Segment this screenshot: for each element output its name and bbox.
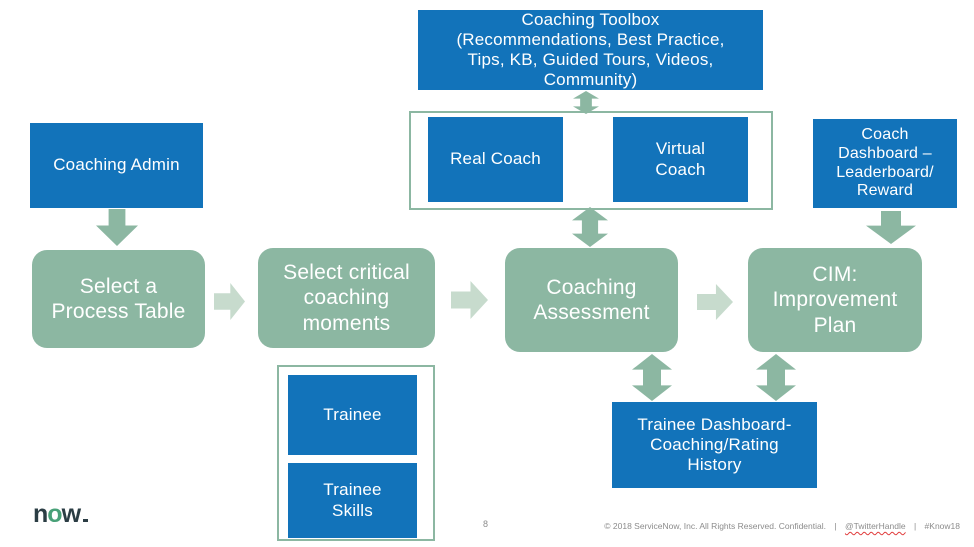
dashboard-cim-down-arrow-icon: [866, 211, 916, 244]
toolbox-coaches-double-arrow-icon: [573, 91, 599, 114]
box-trainee: Trainee: [288, 375, 417, 455]
assessment-trainee-dashboard-double-arrow-icon: [632, 354, 672, 401]
logo-letter-w: w: [61, 500, 81, 528]
footer-twitter-handle: @TwitterHandle: [844, 521, 906, 531]
logo-letter-n: n: [33, 500, 48, 528]
logo-underscore: [83, 519, 89, 522]
critical-assessment-right-arrow-icon: [451, 281, 488, 319]
coaches-assessment-double-arrow-icon: [572, 207, 608, 247]
footer-separator: |: [834, 521, 837, 531]
box-select-process-table: Select a Process Table: [32, 250, 205, 348]
admin-process-down-arrow-icon: [96, 209, 138, 246]
logo-letter-o: o: [47, 500, 62, 528]
trainee-panel: [277, 365, 435, 541]
cim-trainee-dashboard-double-arrow-icon: [756, 354, 796, 401]
box-coaching-assessment: Coaching Assessment: [505, 248, 678, 352]
process-critical-right-arrow-icon: [214, 283, 245, 320]
footer-separator: |: [913, 521, 917, 531]
box-trainee-dashboard: Trainee Dashboard- Coaching/Rating Histo…: [612, 402, 817, 488]
assessment-cim-right-arrow-icon: [697, 284, 733, 320]
box-coaching-admin: Coaching Admin: [30, 123, 203, 208]
footer-copyright: © 2018 ServiceNow, Inc. All Rights Reser…: [604, 521, 826, 531]
box-select-critical-moments: Select critical coaching moments: [258, 248, 435, 348]
box-virtual-coach: Virtual Coach: [613, 117, 748, 202]
servicenow-logo: now: [33, 500, 89, 529]
page-number: 8: [483, 519, 489, 529]
box-cim-improvement-plan: CIM: Improvement Plan: [748, 248, 922, 352]
footer-hashtag: #Know18: [924, 521, 960, 531]
box-coach-dashboard: Coach Dashboard – Leaderboard/ Reward: [813, 119, 957, 208]
box-trainee-skills: Trainee Skills: [288, 463, 417, 538]
box-coaching-toolbox: Coaching Toolbox (Recommendations, Best …: [418, 10, 763, 90]
footer: © 2018 ServiceNow, Inc. All Rights Reser…: [604, 521, 960, 531]
box-real-coach: Real Coach: [428, 117, 563, 202]
